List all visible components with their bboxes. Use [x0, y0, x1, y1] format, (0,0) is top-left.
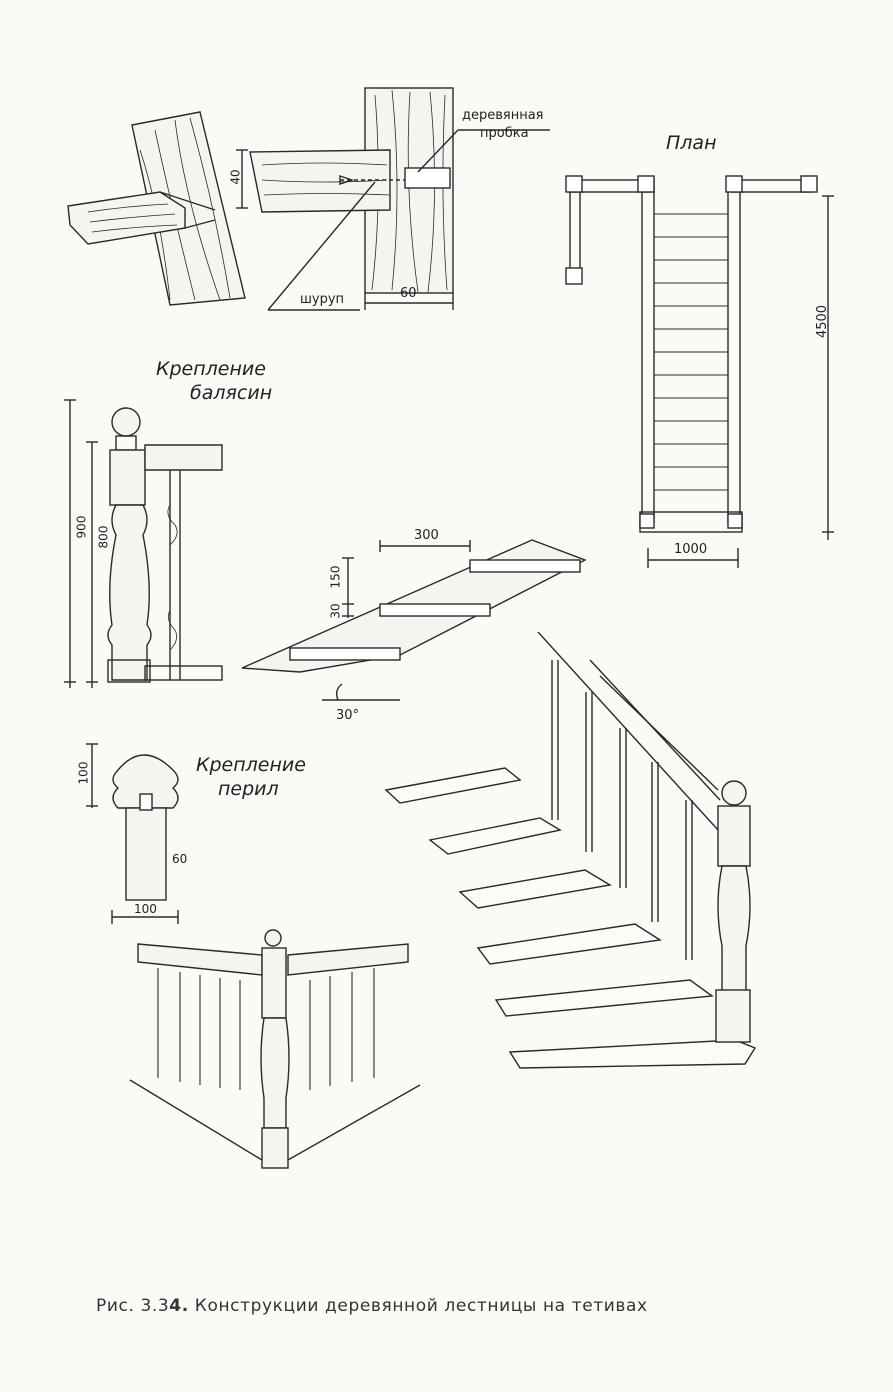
wood-plug-label-line2: пробка — [480, 126, 529, 141]
corner-balusters — [157, 968, 375, 1090]
caption-number: 4. — [169, 1296, 189, 1316]
dim-post-800: 800 — [96, 525, 111, 549]
dim-plan-4500: 4500 — [815, 304, 831, 339]
screw-label: шуруп — [300, 292, 345, 307]
railing-title-line1: Крепление — [196, 754, 306, 776]
stringer-step-detail — [241, 539, 587, 701]
baluster-title-line1: Крепление — [156, 358, 266, 380]
dim-plan-1000: 1000 — [674, 542, 708, 557]
dim-tenon-40: 40 — [228, 169, 243, 185]
baluster-fastening-detail — [64, 399, 223, 688]
caption-text: Конструкции деревянной лестницы на тетив… — [188, 1296, 648, 1316]
wall-plug-joint-detail — [236, 87, 550, 311]
plan-title: План — [666, 132, 717, 154]
railing-title-line2: перил — [218, 778, 279, 800]
dim-rail-100-height: 100 — [76, 761, 91, 785]
wood-plug-label-line1: деревянная — [462, 108, 544, 123]
dim-step-30: 30 — [328, 603, 343, 619]
dim-post-900: 900 — [74, 515, 89, 539]
dim-angle-30: 30° — [336, 708, 360, 723]
dim-rail-60: 60 — [172, 852, 188, 866]
stair-perspective — [384, 631, 757, 1069]
dim-rail-100-width: 100 — [134, 902, 157, 916]
plan-view — [565, 175, 834, 568]
tenon-joint-detail — [67, 111, 246, 306]
railing-profile-detail — [86, 743, 179, 924]
caption-prefix: Рис. 3.3 — [96, 1296, 170, 1316]
baluster-title-line2: балясин — [190, 382, 273, 404]
railing-corner-perspective — [129, 929, 421, 1169]
dim-step-150: 150 — [328, 565, 343, 589]
stair-balusters — [551, 660, 693, 960]
dim-step-300: 300 — [414, 528, 439, 543]
figure-caption: Рис. 3.34. Конструкции деревянной лестни… — [96, 1296, 648, 1316]
plan-treads — [654, 213, 728, 491]
dim-plug-60: 60 — [400, 286, 417, 301]
